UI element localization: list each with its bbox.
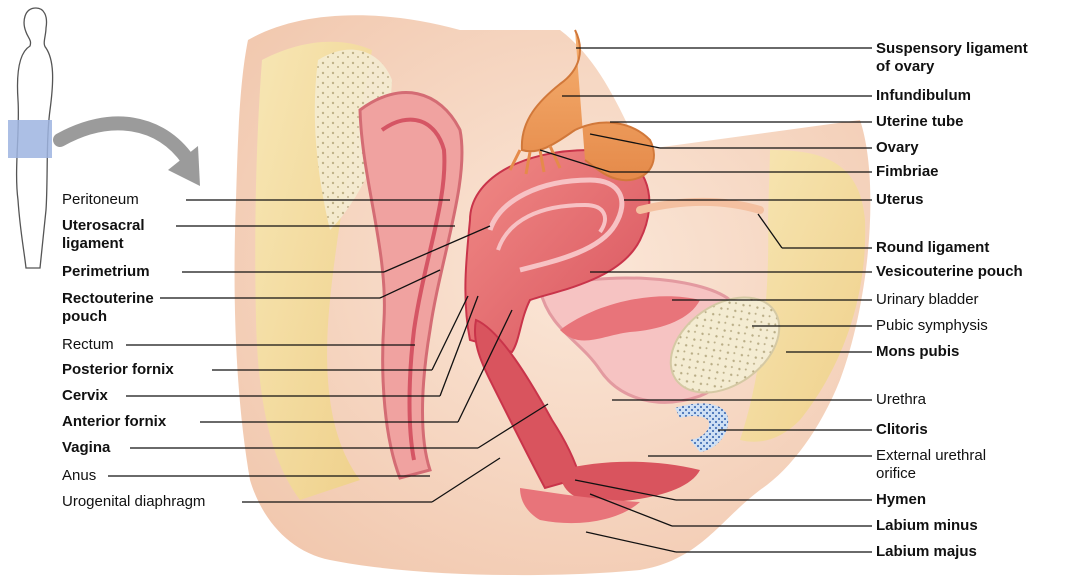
label-vesicouterine-pouch: Vesicouterine pouch <box>876 263 1023 281</box>
label-anus: Anus <box>62 467 96 485</box>
label-uterosacral-ligament: Uterosacral ligament <box>62 217 145 253</box>
label-posterior-fornix: Posterior fornix <box>62 361 174 379</box>
label-uterus: Uterus <box>876 191 924 209</box>
label-urethra: Urethra <box>876 391 926 409</box>
label-external-urethral-orifice: External urethral orifice <box>876 447 986 483</box>
label-rectum: Rectum <box>62 336 114 354</box>
label-vagina: Vagina <box>62 439 110 457</box>
label-anterior-fornix: Anterior fornix <box>62 413 166 431</box>
pointer-arrow <box>60 123 200 186</box>
label-hymen: Hymen <box>876 491 926 509</box>
label-labium-minus: Labium minus <box>876 517 978 535</box>
label-urogenital-diaphragm: Urogenital diaphragm <box>62 493 205 511</box>
label-pubic-symphysis: Pubic symphysis <box>876 317 988 335</box>
label-clitoris: Clitoris <box>876 421 928 439</box>
label-fimbriae: Fimbriae <box>876 163 939 181</box>
label-rectouterine-pouch: Rectouterine pouch <box>62 290 154 326</box>
section-highlight-box <box>8 120 52 158</box>
label-round-ligament: Round ligament <box>876 239 989 257</box>
label-infundibulum: Infundibulum <box>876 87 971 105</box>
label-peritoneum: Peritoneum <box>62 191 139 209</box>
label-cervix: Cervix <box>62 387 108 405</box>
label-perimetrium: Perimetrium <box>62 263 150 281</box>
body-silhouette <box>8 8 53 268</box>
label-mons-pubis: Mons pubis <box>876 343 959 361</box>
label-uterine-tube: Uterine tube <box>876 113 964 131</box>
label-suspensory-ligament-of-ovary: Suspensory ligament of ovary <box>876 40 1028 76</box>
label-urinary-bladder: Urinary bladder <box>876 291 979 309</box>
label-labium-majus: Labium majus <box>876 543 977 561</box>
label-ovary: Ovary <box>876 139 919 157</box>
